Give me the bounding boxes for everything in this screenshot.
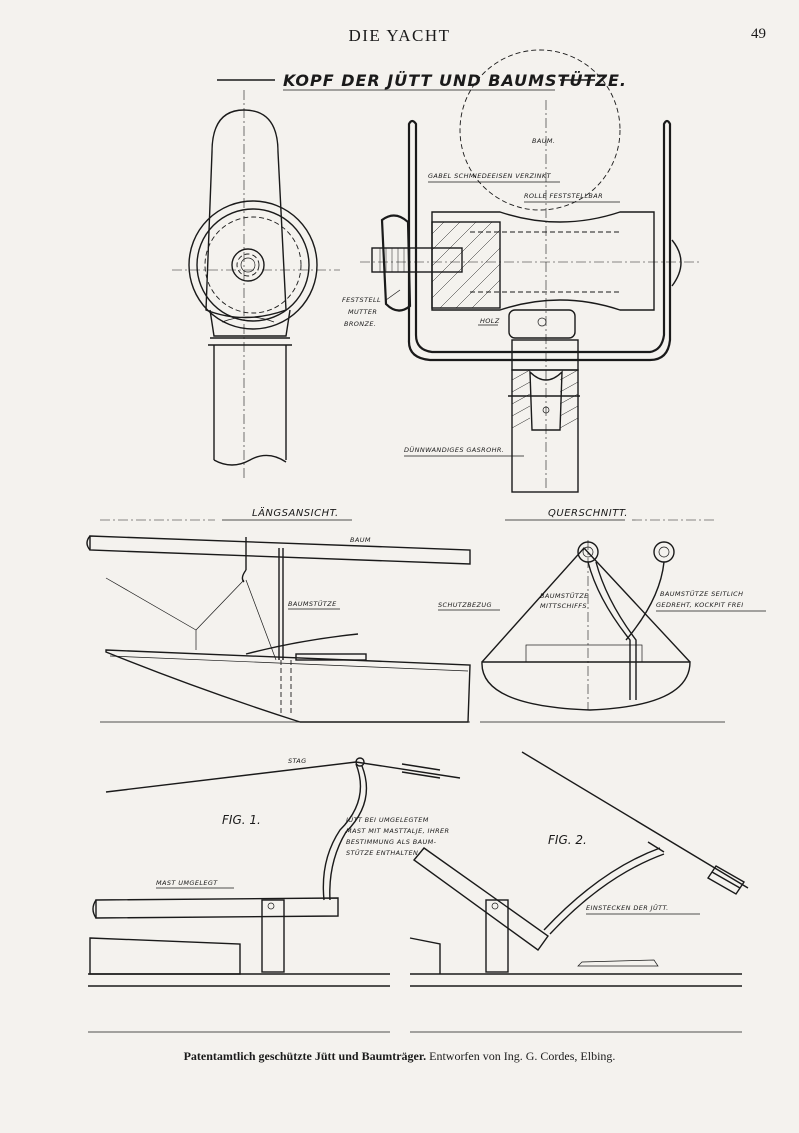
label-juett-3: BESTIMMUNG ALS BAUM- [346, 838, 437, 846]
label-querschnitt: QUERSCHNITT. [548, 508, 628, 519]
running-title: DIE YACHT [348, 26, 451, 45]
figure-1: STAG FIG. 1. JÜTT BEI UMGELEGTEM MAST MI… [88, 757, 461, 1033]
label-baumstuetze: BAUMSTÜTZE [288, 599, 337, 608]
label-fig2: FIG. 2. [548, 833, 587, 847]
label-seitlich-2: GEDREHT, KOCKPIT FREI [656, 601, 744, 609]
label-baum-top: BAUM. [532, 137, 555, 145]
section-view-head: BAUM. GABEL SCHMIEDEEISEN VERZINKT ROLLE… [342, 49, 700, 493]
label-juett-4: STÜTZE ENTHALTEN. [346, 848, 421, 857]
front-view-head [172, 90, 340, 480]
plate-caption: Patentamtlich geschützte Jütt und Baumtr… [0, 1049, 799, 1064]
label-stag: STAG [288, 757, 307, 765]
caption-author: Entworfen von Ing. G. Cordes, Elbing. [429, 1049, 616, 1063]
longitudinal-view: LÄNGSANSICHT. BAUM BAUMSTÜTZE [86, 506, 471, 723]
label-bronze: BRONZE. [344, 320, 376, 328]
label-feststell: FESTSTELL [342, 296, 381, 304]
plate-title-group: KOPF DER JÜTT UND BAUMSTÜTZE. [217, 71, 627, 91]
label-gabel: GABEL SCHMIEDEEISEN VERZINKT [428, 172, 552, 180]
label-holz: HOLZ [480, 317, 500, 325]
label-schutzbezug: SCHUTZBEZUG [438, 601, 492, 609]
label-fig1: FIG. 1. [222, 813, 261, 827]
label-juett-2: MAST MIT MASTTALJE, IHRER [346, 827, 449, 835]
label-mittschiffs-2: MITTSCHIFFS [540, 602, 587, 610]
label-einstecken: EINSTECKEN DER JÜTT. [586, 903, 669, 912]
page-header: DIE YACHT 49 [0, 22, 799, 52]
label-rolle: ROLLE FESTSTELLBAR [524, 192, 603, 200]
label-juett-1: JÜTT BEI UMGELEGTEM [344, 815, 429, 824]
label-baum-side: BAUM [350, 536, 371, 544]
label-mutter: MUTTER [348, 308, 377, 316]
caption-patent: Patentamtlich geschützte Jütt und Baumtr… [183, 1049, 427, 1063]
page-number: 49 [751, 26, 766, 42]
label-laengsansicht: LÄNGSANSICHT. [252, 506, 339, 519]
plate-title: KOPF DER JÜTT UND BAUMSTÜTZE. [283, 71, 627, 90]
label-mast-umgelegt: MAST UMGELEGT [156, 879, 218, 887]
cross-section-view: QUERSCHNITT. SCHUTZBEZUG BAUMSTÜTZE MITT… [438, 508, 766, 723]
label-mittschiffs-1: BAUMSTÜTZE [540, 591, 589, 600]
label-seitlich-1: BAUMSTÜTZE SEITLICH [660, 589, 743, 598]
figure-2: FIG. 2. EINSTECKEN DER JÜTT. [409, 751, 749, 1033]
label-gasrohr: DÜNNWANDIGES GASROHR. [404, 445, 504, 454]
